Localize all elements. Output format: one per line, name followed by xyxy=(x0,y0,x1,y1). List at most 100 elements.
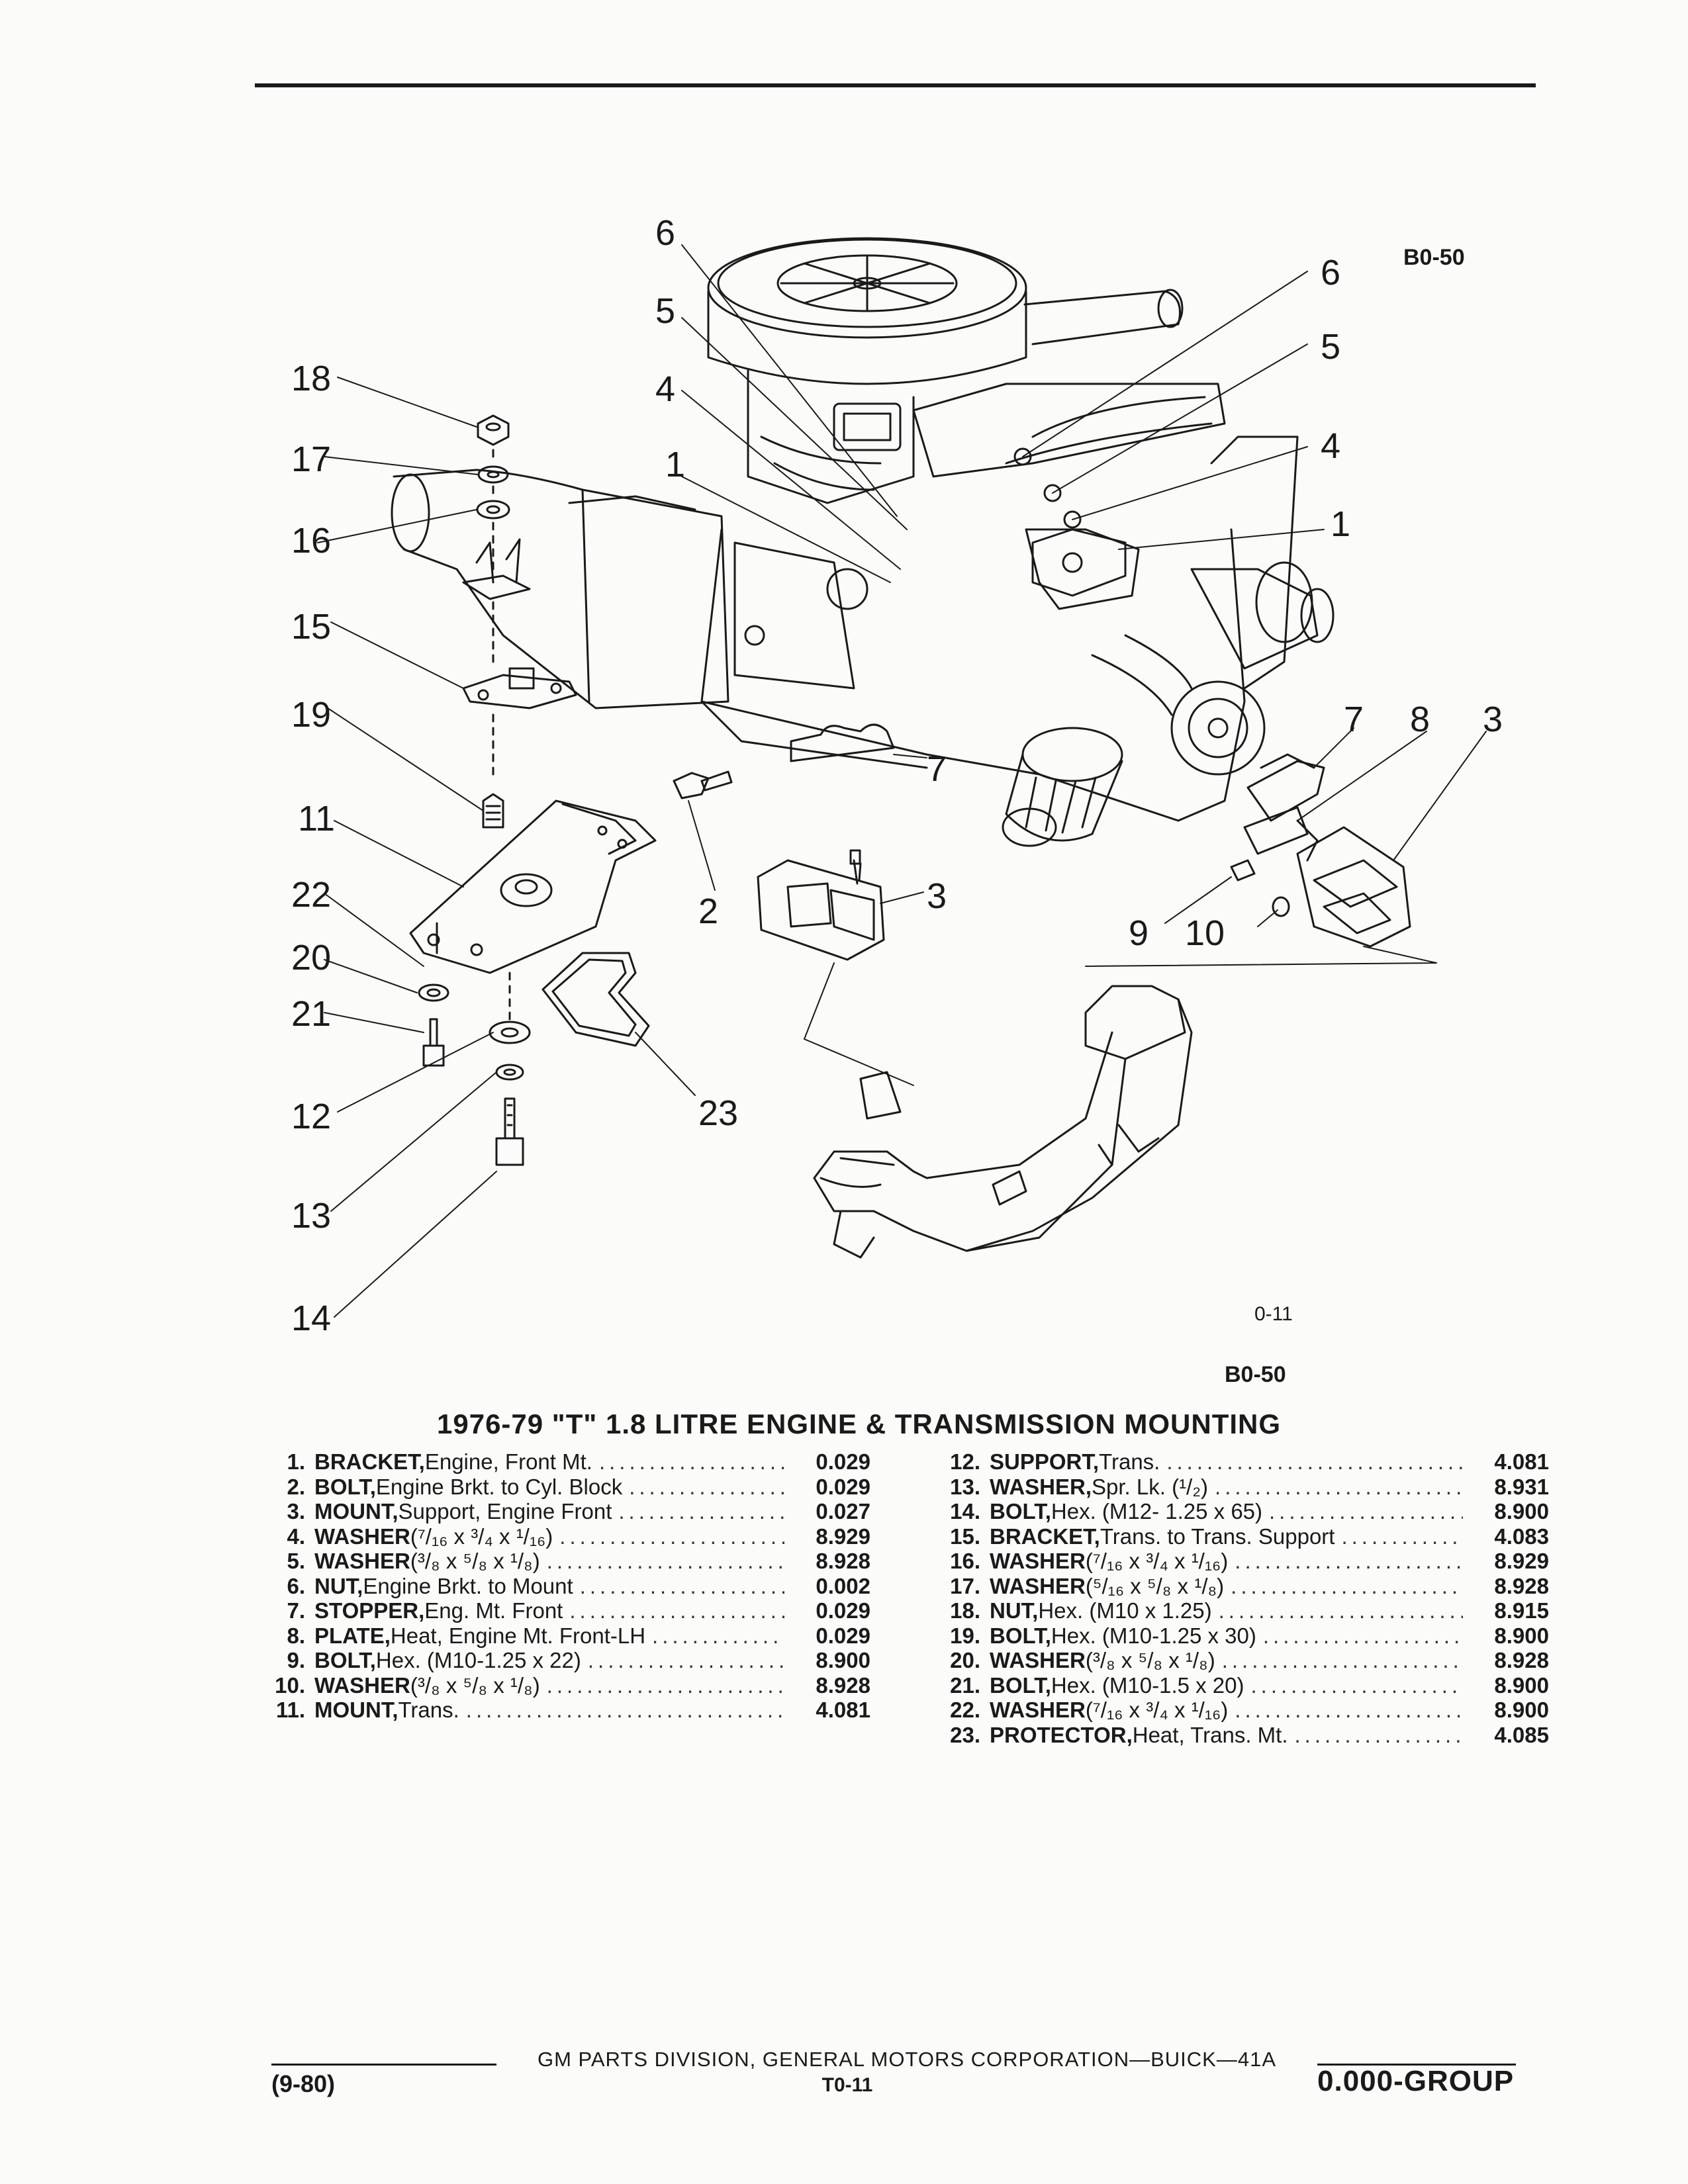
part-name: BOLT, xyxy=(990,1672,1051,1698)
dot-leader: ........................................… xyxy=(1231,1573,1463,1598)
group-number: 0.029 xyxy=(816,1598,870,1623)
part-description: Heat, Trans. Mt. xyxy=(1132,1722,1288,1747)
footer-page-number: T0-11 xyxy=(821,2074,873,2096)
part-name: WASHER xyxy=(990,1549,1086,1573)
part-description: Hex. (M10-1.25 x 22) xyxy=(375,1648,581,1672)
parts-row: 22.WASHER (⁷/₁₆ x ³/₄ x ¹/₁₆)...........… xyxy=(930,1698,1549,1723)
dot-leader: ........................................… xyxy=(559,1524,784,1549)
figure-number: 0-11 xyxy=(1254,1303,1293,1325)
callout-3-right: 3 xyxy=(1483,700,1503,739)
parts-row: 15.BRACKET, Trans. to Trans. Support....… xyxy=(930,1524,1549,1549)
parts-row: 1.BRACKET, Engine, Front Mt.............… xyxy=(255,1449,870,1475)
page-title: 1976-79 "T" 1.8 LITRE ENGINE & TRANSMISS… xyxy=(437,1408,1282,1439)
part-name: MOUNT, xyxy=(314,1698,399,1722)
dot-leader: ........................................… xyxy=(546,1672,784,1698)
part-number: 6. xyxy=(287,1573,305,1598)
footer-group: 0.000-GROUP xyxy=(1317,2065,1515,2097)
footer-rule-left xyxy=(271,2064,496,2066)
callout-1-right: 1 xyxy=(1331,504,1350,544)
part-description: Trans. xyxy=(398,1698,459,1722)
callout-5-right: 5 xyxy=(1321,327,1340,367)
callout-2: 2 xyxy=(698,891,718,931)
dot-leader: ........................................… xyxy=(1215,1474,1463,1499)
part-number: 12. xyxy=(950,1449,980,1474)
dot-leader: ........................................… xyxy=(598,1449,784,1474)
callout-4-left: 4 xyxy=(655,369,675,409)
part-number: 9. xyxy=(287,1648,305,1672)
part-name: NUT, xyxy=(990,1598,1039,1623)
part-description: (⁷/₁₆ x ³/₄ x ¹/₁₆) xyxy=(410,1524,553,1549)
dot-leader: ........................................… xyxy=(1235,1698,1463,1722)
callout-19: 19 xyxy=(291,695,331,735)
part-number: 17. xyxy=(950,1573,980,1598)
part-name: NUT, xyxy=(314,1573,363,1598)
group-number: 8.929 xyxy=(816,1524,870,1549)
top-rule xyxy=(255,83,1536,87)
right-mount-parts xyxy=(1230,753,1411,948)
dot-leader: ........................................… xyxy=(1269,1499,1463,1524)
callout-23: 23 xyxy=(698,1093,738,1133)
footer-date: (9-80) xyxy=(271,2070,336,2097)
callout-6-left: 6 xyxy=(655,213,675,253)
footer-rule-right xyxy=(1317,2064,1516,2066)
callout-3-center: 3 xyxy=(927,876,947,916)
callout-22: 22 xyxy=(291,875,331,915)
part-description: (⁷/₁₆ x ³/₄ x ¹/₁₆) xyxy=(1085,1549,1229,1573)
leader-lines xyxy=(317,244,1487,1318)
dot-leader: ........................................… xyxy=(587,1648,784,1672)
part-name: WASHER, xyxy=(990,1474,1092,1499)
part-name: WASHER xyxy=(990,1573,1086,1598)
part-description: (³/₈ x ⁵/₈ x ¹/₈) xyxy=(1085,1648,1215,1672)
dot-leader: ........................................… xyxy=(1262,1623,1463,1648)
callout-17: 17 xyxy=(291,439,331,479)
parts-row: 6.NUT, Engine Brkt. to Mount............… xyxy=(255,1574,870,1599)
part-description: Hex. (M10-1.5 x 20) xyxy=(1051,1672,1244,1698)
group-number: 8.900 xyxy=(1494,1672,1549,1698)
part-name: WASHER xyxy=(314,1524,410,1549)
part-number: 10. xyxy=(275,1672,305,1698)
part-number: 7. xyxy=(287,1598,305,1623)
parts-row: 20.WASHER (³/₈ x ⁵/₈ x ¹/₈).............… xyxy=(930,1648,1549,1673)
part-description: Trans. to Trans. Support xyxy=(1100,1524,1335,1549)
callout-7-right: 7 xyxy=(1344,700,1364,739)
callout-12: 12 xyxy=(291,1097,331,1136)
parts-row: 16.WASHER (⁷/₁₆ x ³/₄ x ¹/₁₆)...........… xyxy=(930,1549,1549,1574)
exploded-parts-diagram: 6 5 4 1 6 5 4 1 18 17 16 15 19 11 22 20 … xyxy=(291,213,1503,1387)
part-name: SUPPORT, xyxy=(990,1449,1100,1474)
parts-row: 10.WASHER (³/₈ x ⁵/₈ x ¹/₈).............… xyxy=(255,1673,870,1698)
part-number: 5. xyxy=(287,1549,305,1573)
footer-publisher: GM PARTS DIVISION, GENERAL MOTORS CORPOR… xyxy=(537,2048,1277,2071)
dot-leader: ........................................… xyxy=(1221,1648,1463,1672)
callout-5-left: 5 xyxy=(655,291,675,331)
part-name: BOLT, xyxy=(990,1623,1051,1648)
group-number: 8.900 xyxy=(1494,1698,1549,1722)
callout-8: 8 xyxy=(1410,700,1430,739)
part-name: BOLT, xyxy=(990,1499,1051,1524)
part-description: Spr. Lk. (¹/₂) xyxy=(1092,1474,1209,1499)
part-description: (⁷/₁₆ x ³/₄ x ¹/₁₆) xyxy=(1085,1698,1229,1722)
callout-16: 16 xyxy=(291,521,331,561)
parts-row: 9.BOLT, Hex. (M10-1.25 x 22)............… xyxy=(255,1648,870,1673)
group-number: 0.029 xyxy=(816,1449,870,1474)
part-number: 19. xyxy=(950,1623,980,1648)
left-fastener-stack xyxy=(462,414,577,829)
parts-row: 17.WASHER (⁵/₁₆ x ⁵/₈ x ¹/₈)............… xyxy=(930,1574,1549,1599)
part-name: WASHER xyxy=(314,1549,410,1573)
lower-fastener-stack xyxy=(418,972,531,1166)
dot-leader: ........................................… xyxy=(579,1573,784,1598)
parts-row: 8.PLATE, Heat, Engine Mt. Front-LH......… xyxy=(255,1623,870,1649)
part-description: Hex. (M10-1.25 x 30) xyxy=(1051,1623,1256,1648)
callout-10: 10 xyxy=(1185,913,1225,953)
parts-list-left: 1.BRACKET, Engine, Front Mt.............… xyxy=(255,1449,870,1723)
callout-numbers: 6 5 4 1 6 5 4 1 18 17 16 15 19 11 22 20 … xyxy=(291,213,1503,1387)
group-number: 8.900 xyxy=(816,1648,870,1672)
engine-illustration xyxy=(391,237,1335,847)
part-number: 21. xyxy=(950,1672,980,1698)
group-number: 4.081 xyxy=(816,1698,870,1722)
group-number: 4.081 xyxy=(1494,1449,1549,1474)
part-description: Hex. (M10 x 1.25) xyxy=(1038,1598,1212,1623)
parts-row: 5.WASHER (³/₈ x ⁵/₈ x ¹/₈)..............… xyxy=(255,1549,870,1574)
crossmember-illustration xyxy=(813,985,1193,1259)
parts-row: 14.BOLT, Hex. (M12- 1.25 x 65)..........… xyxy=(930,1499,1549,1524)
part-name: WASHER xyxy=(314,1672,410,1698)
